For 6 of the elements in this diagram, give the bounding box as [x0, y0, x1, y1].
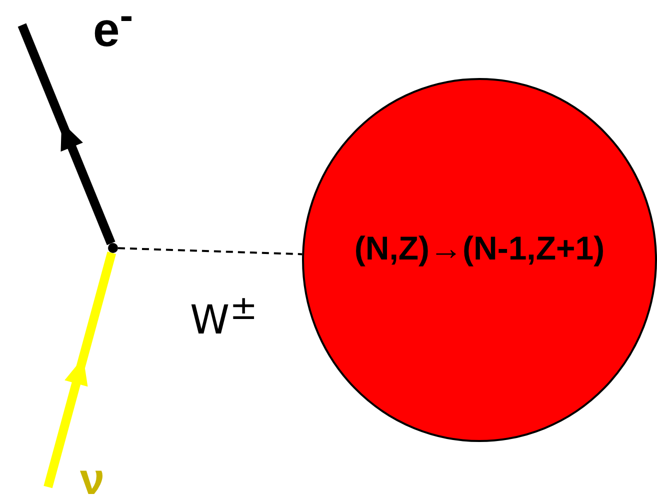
- nucleus-circle: [302, 78, 657, 442]
- particle-label: e$^{-}$: [93, 0, 134, 55]
- vertex-dot: [108, 243, 118, 253]
- edge-label: W$^{±}$: [190, 291, 258, 340]
- reaction-text: (N,Z)→(N-1,Z+1): [353, 232, 606, 264]
- particle-label: ν: [80, 458, 104, 502]
